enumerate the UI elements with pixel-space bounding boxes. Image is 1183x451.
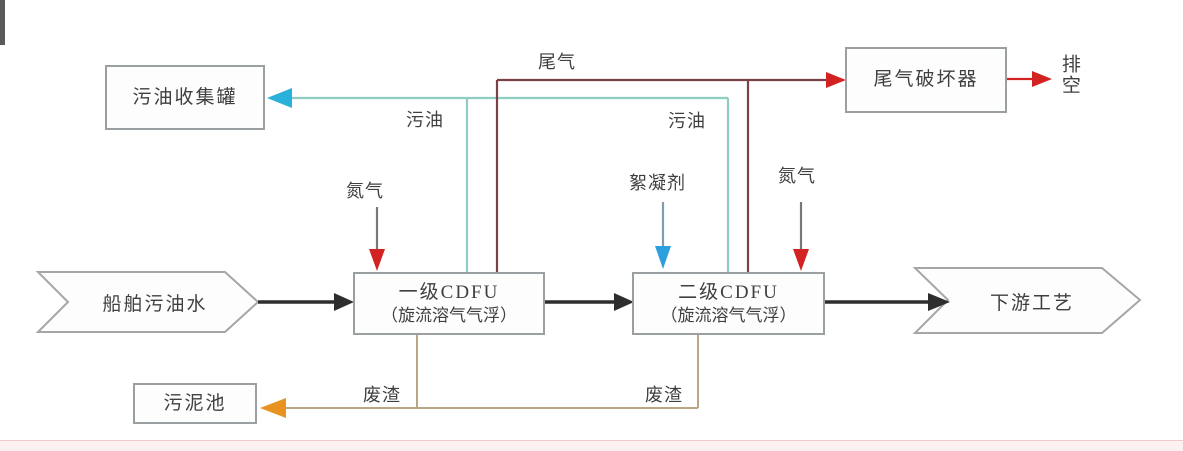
tail-gas-arrow xyxy=(826,72,846,88)
flocculant-arrow xyxy=(655,246,671,269)
edge-label-waste-oil-2: 污油 xyxy=(668,111,706,131)
nitrogen-feed-1 xyxy=(369,207,385,271)
sludge-pool-label: 污泥池 xyxy=(163,392,227,414)
main-flow-lines xyxy=(258,293,950,311)
node-oil-collection-tank: 污油收集罐 xyxy=(105,65,265,130)
edge-label-flocculant: 絮凝剂 xyxy=(629,173,686,193)
cdfu-stage1-subtitle: （旋流溶气气浮） xyxy=(381,305,517,325)
tail-gas-lines xyxy=(495,72,846,272)
node-sludge-pool: 污泥池 xyxy=(133,383,257,424)
node-cdfu-stage1: 一级CDFU （旋流溶气气浮） xyxy=(353,272,545,335)
outlet-chevron-shape xyxy=(912,267,1142,334)
node-tail-gas-destroyer: 尾气破坏器 xyxy=(845,47,1007,113)
edge-label-waste-oil-1: 污油 xyxy=(406,110,444,130)
edge-label-waste-residue-1: 废渣 xyxy=(363,385,401,405)
inlet-chevron-shape xyxy=(35,271,260,333)
node-cdfu-stage2: 二级CDFU （旋流溶气气浮） xyxy=(632,272,825,335)
edge-label-tail-gas: 尾气 xyxy=(538,52,576,72)
bottom-pink-band xyxy=(0,440,1183,451)
inlet-chevron-label: 船舶污油水 xyxy=(102,293,208,315)
flocculant-feed xyxy=(655,202,671,269)
cdfu-stage2-subtitle: （旋流溶气气浮） xyxy=(660,305,797,325)
left-edge-artifact xyxy=(0,0,5,45)
edge-label-nitrogen-2: 氮气 xyxy=(778,166,816,186)
waste-oil-lines xyxy=(267,88,730,272)
edge-label-nitrogen-1: 氮气 xyxy=(346,181,384,201)
nitrogen-feed-2 xyxy=(793,202,809,271)
vent-label: 排空 xyxy=(1058,54,1080,96)
tail-gas-destroyer-label: 尾气破坏器 xyxy=(873,69,979,91)
nitrogen-arrow-2 xyxy=(793,249,809,271)
nitrogen-arrow-1 xyxy=(369,249,385,271)
waste-residue-arrow xyxy=(260,398,286,418)
outlet-chevron-label: 下游工艺 xyxy=(989,292,1074,314)
main-flow-arrow-1 xyxy=(334,293,354,311)
cdfu-stage2-title: 二级CDFU xyxy=(678,282,779,303)
vent-line xyxy=(1007,71,1052,87)
waste-oil-arrow xyxy=(267,88,292,108)
cdfu-stage1-title: 一级CDFU xyxy=(398,282,500,303)
edge-label-waste-residue-2: 废渣 xyxy=(645,385,683,405)
main-flow-arrow-3 xyxy=(928,293,950,311)
vent-arrow xyxy=(1032,71,1052,87)
oil-collection-tank-label: 污油收集罐 xyxy=(132,86,238,108)
main-flow-arrow-2 xyxy=(614,293,634,311)
waste-residue-lines xyxy=(260,335,699,418)
